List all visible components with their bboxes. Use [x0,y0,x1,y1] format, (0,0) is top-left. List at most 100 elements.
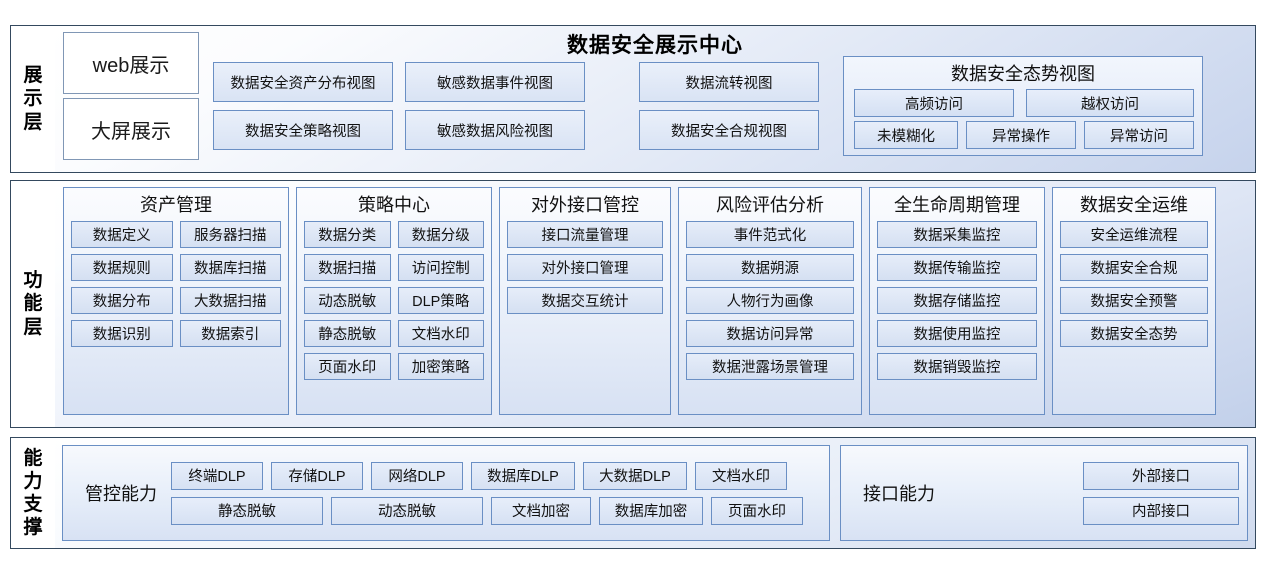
fn-item-data-scan[interactable]: 数据扫描 [304,254,391,281]
fn-item-dlp-policy[interactable]: DLP策略 [397,287,484,314]
fn-item-page-watermark[interactable]: 页面水印 [304,353,391,380]
fn-item-data-classification[interactable]: 数据分类 [304,221,391,248]
fn-item-ops-process[interactable]: 安全运维流程 [1060,221,1208,248]
cap-item-internal-interface[interactable]: 内部接口 [1083,496,1239,525]
capability-layer-body: 管控能力 终端DLP 存储DLP 网络DLP 数据库DLP 大数据DLP 文档水… [55,438,1255,548]
fn-group-title: 数据安全运维 [1080,195,1188,215]
situation-item-abnormal-operation[interactable]: 异常操作 [966,121,1076,149]
fn-group-lifecycle-management: 全生命周期管理 数据采集监控 数据传输监控 数据存储监控 数据使用监控 数据销毁… [869,187,1045,415]
cap-item-dynamic-masking[interactable]: 动态脱敏 [331,496,483,525]
fn-item-leak-scenario-management[interactable]: 数据泄露场景管理 [686,353,854,380]
fn-item-storage-monitoring[interactable]: 数据存储监控 [877,287,1037,314]
cap-row: 内部接口 [949,496,1239,525]
fn-group-title: 策略中心 [358,195,430,215]
view-security-policy[interactable]: 数据安全策略视图 [213,110,393,150]
display-layer: 展示层 数据安全展示中心 web展示 大屏展示 数据安全资产分布视图 敏感数据事… [10,25,1256,173]
channel-web[interactable]: web展示 [63,32,199,94]
fn-item-data-grading[interactable]: 数据分级 [397,221,484,248]
fn-column: 数据分类 数据扫描 动态脱敏 静态脱敏 页面水印 [304,221,391,380]
cap-item-database-dlp[interactable]: 数据库DLP [471,461,575,490]
cap-group-control-capability: 管控能力 终端DLP 存储DLP 网络DLP 数据库DLP 大数据DLP 文档水… [62,445,830,541]
fn-group-items: 接口流量管理 对外接口管理 数据交互统计 [507,221,663,314]
cap-item-external-interface[interactable]: 外部接口 [1083,461,1239,490]
fn-item-data-index[interactable]: 数据索引 [179,320,281,347]
display-layer-label: 展示层 [11,26,55,172]
fn-item-destruction-monitoring[interactable]: 数据销毁监控 [877,353,1037,380]
situation-item-abnormal-access[interactable]: 异常访问 [1084,121,1194,149]
situation-item-high-frequency-access[interactable]: 高频访问 [854,89,1014,117]
display-layer-body: 数据安全展示中心 web展示 大屏展示 数据安全资产分布视图 敏感数据事件视图 … [55,26,1255,172]
situation-item-unmasked[interactable]: 未模糊化 [854,121,958,149]
fn-item-server-scan[interactable]: 服务器扫描 [179,221,281,248]
fn-column: 安全运维流程 数据安全合规 数据安全预警 数据安全态势 [1060,221,1208,347]
fn-group-items: 数据定义 数据规则 数据分布 数据识别 服务器扫描 数据库扫描 大数据扫描 数据… [71,221,281,347]
cap-group-name: 管控能力 [85,484,157,504]
function-layer-label: 功能层 [11,181,55,427]
fn-item-encryption-policy[interactable]: 加密策略 [397,353,484,380]
fn-item-external-interface-management[interactable]: 对外接口管理 [507,254,663,281]
view-asset-distribution[interactable]: 数据安全资产分布视图 [213,62,393,102]
function-layer: 功能层 资产管理 数据定义 数据规则 数据分布 数据识别 服务器扫描 数据库扫描… [10,180,1256,428]
fn-item-person-behavior-profile[interactable]: 人物行为画像 [686,287,854,314]
cap-item-storage-dlp[interactable]: 存储DLP [271,461,363,490]
fn-item-security-alert[interactable]: 数据安全预警 [1060,287,1208,314]
fn-column: 服务器扫描 数据库扫描 大数据扫描 数据索引 [179,221,281,347]
cap-group-rows: 外部接口 内部接口 [949,461,1239,525]
capability-layer-label-text: 能力支撑 [23,447,43,539]
fn-item-data-identification[interactable]: 数据识别 [71,320,173,347]
cap-item-document-encryption[interactable]: 文档加密 [491,496,591,525]
view-sensitive-risk[interactable]: 敏感数据风险视图 [405,110,585,150]
fn-column: 接口流量管理 对外接口管理 数据交互统计 [507,221,663,314]
fn-column: 数据采集监控 数据传输监控 数据存储监控 数据使用监控 数据销毁监控 [877,221,1037,380]
fn-item-bigdata-scan[interactable]: 大数据扫描 [179,287,281,314]
fn-group-items: 数据采集监控 数据传输监控 数据存储监控 数据使用监控 数据销毁监控 [877,221,1037,380]
fn-group-items: 事件范式化 数据朔源 人物行为画像 数据访问异常 数据泄露场景管理 [686,221,854,380]
fn-item-collection-monitoring[interactable]: 数据采集监控 [877,221,1037,248]
fn-group-items: 数据分类 数据扫描 动态脱敏 静态脱敏 页面水印 数据分级 访问控制 DLP策略… [304,221,484,380]
fn-group-items: 安全运维流程 数据安全合规 数据安全预警 数据安全态势 [1060,221,1208,347]
fn-item-data-rule[interactable]: 数据规则 [71,254,173,281]
cap-item-bigdata-dlp[interactable]: 大数据DLP [583,461,687,490]
fn-item-access-control[interactable]: 访问控制 [397,254,484,281]
fn-item-usage-monitoring[interactable]: 数据使用监控 [877,320,1037,347]
fn-group-title: 资产管理 [140,195,212,215]
fn-item-data-definition[interactable]: 数据定义 [71,221,173,248]
cap-item-endpoint-dlp[interactable]: 终端DLP [171,461,263,490]
fn-group-title: 对外接口管控 [531,195,639,215]
view-sensitive-event[interactable]: 敏感数据事件视图 [405,62,585,102]
fn-group-security-operations: 数据安全运维 安全运维流程 数据安全合规 数据安全预警 数据安全态势 [1052,187,1216,415]
view-compliance[interactable]: 数据安全合规视图 [639,110,819,150]
fn-item-transmission-monitoring[interactable]: 数据传输监控 [877,254,1037,281]
fn-group-policy-center: 策略中心 数据分类 数据扫描 动态脱敏 静态脱敏 页面水印 数据分级 访问控制 … [296,187,492,415]
fn-item-data-lineage[interactable]: 数据朔源 [686,254,854,281]
display-layer-label-text: 展示层 [23,65,43,133]
fn-column: 数据分级 访问控制 DLP策略 文档水印 加密策略 [397,221,484,380]
cap-item-static-masking[interactable]: 静态脱敏 [171,496,323,525]
fn-item-security-compliance[interactable]: 数据安全合规 [1060,254,1208,281]
cap-group-rows: 终端DLP 存储DLP 网络DLP 数据库DLP 大数据DLP 文档水印 静态脱… [171,461,821,525]
fn-item-abnormal-data-access[interactable]: 数据访问异常 [686,320,854,347]
fn-item-data-interaction-statistics[interactable]: 数据交互统计 [507,287,663,314]
function-layer-label-text: 功能层 [23,270,43,338]
fn-item-security-situation[interactable]: 数据安全态势 [1060,320,1208,347]
fn-item-interface-traffic-management[interactable]: 接口流量管理 [507,221,663,248]
cap-item-page-watermark[interactable]: 页面水印 [711,496,803,525]
fn-item-document-watermark[interactable]: 文档水印 [397,320,484,347]
fn-item-event-normalization[interactable]: 事件范式化 [686,221,854,248]
fn-group-title: 风险评估分析 [716,195,824,215]
cap-group-name: 接口能力 [863,484,935,504]
fn-column: 事件范式化 数据朔源 人物行为画像 数据访问异常 数据泄露场景管理 [686,221,854,380]
cap-item-document-watermark[interactable]: 文档水印 [695,461,787,490]
situation-item-privilege-escalation-access[interactable]: 越权访问 [1026,89,1194,117]
cap-item-database-encryption[interactable]: 数据库加密 [599,496,703,525]
fn-group-title: 全生命周期管理 [894,195,1020,215]
fn-item-data-distribution[interactable]: 数据分布 [71,287,173,314]
cap-item-network-dlp[interactable]: 网络DLP [371,461,463,490]
fn-item-database-scan[interactable]: 数据库扫描 [179,254,281,281]
view-data-flow[interactable]: 数据流转视图 [639,62,819,102]
fn-item-dynamic-masking[interactable]: 动态脱敏 [304,287,391,314]
fn-item-static-masking[interactable]: 静态脱敏 [304,320,391,347]
channel-bigscreen[interactable]: 大屏展示 [63,98,199,160]
cap-row: 静态脱敏 动态脱敏 文档加密 数据库加密 页面水印 [171,496,821,525]
